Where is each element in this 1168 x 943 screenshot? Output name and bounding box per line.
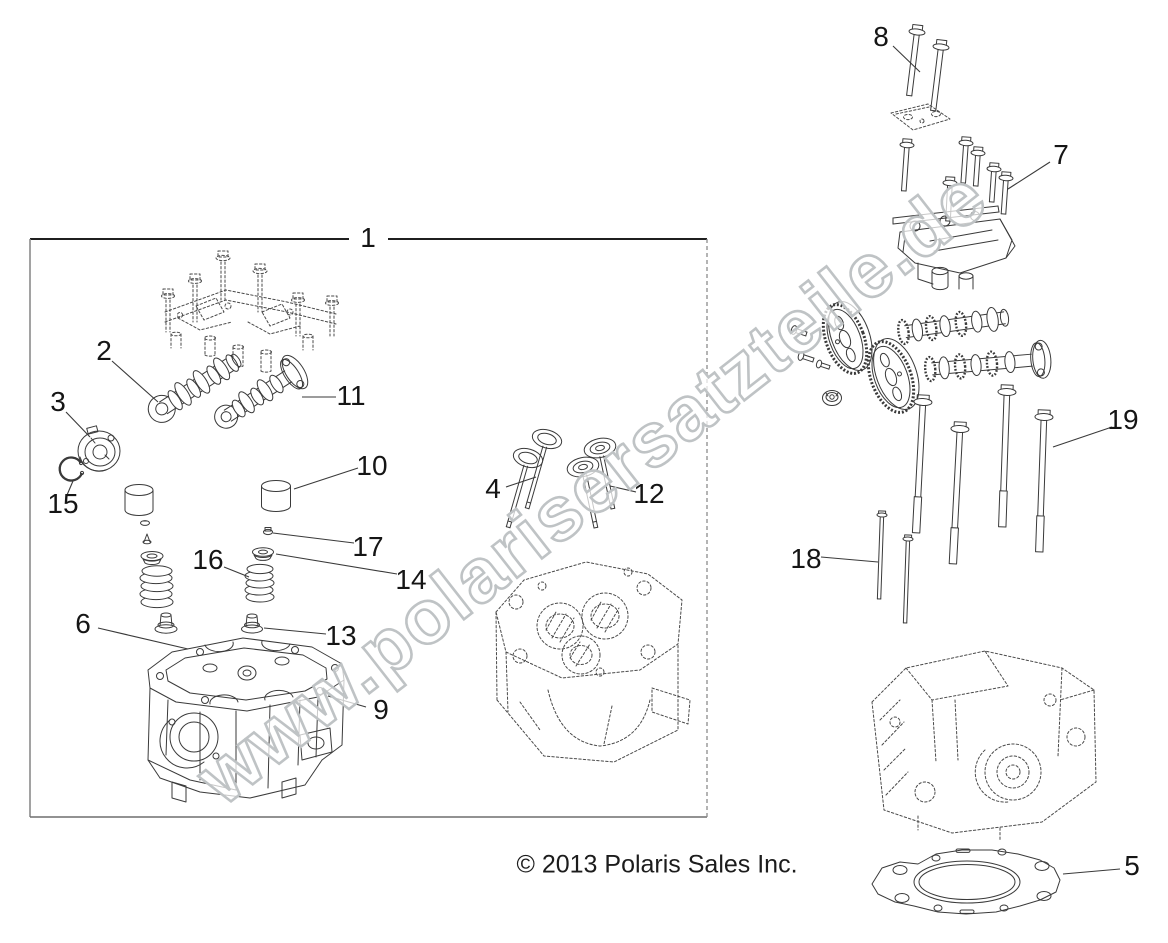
callout-8: 8: [873, 21, 889, 52]
callout-2: 2: [96, 335, 112, 366]
callout-4: 4: [485, 473, 501, 504]
rocker-arm-assembly-exploded: [161, 250, 339, 373]
callout-10: 10: [356, 450, 388, 481]
copyright-text: © 2013 Polaris Sales Inc.: [516, 850, 798, 879]
callout-9: 9: [373, 694, 389, 725]
cylinder-head-side-view: [871, 650, 1097, 841]
mount-plate: [890, 103, 951, 131]
valve-tappet-left: [124, 484, 154, 516]
cam-carrier-assembly: [892, 205, 1016, 291]
cam-phaser: [77, 425, 121, 472]
cam-sprockets: [821, 301, 920, 414]
callout-12: 12: [633, 478, 665, 509]
cylinder-head-iso: [147, 637, 345, 803]
callout-1: 1: [360, 222, 376, 253]
valve-keepers-left: [140, 520, 152, 545]
cylinder-head-top-view: [495, 561, 691, 763]
valve-spring-left: [139, 565, 174, 609]
cam-carrier-bolts-7: [899, 136, 1014, 222]
callout-5: 5: [1124, 850, 1140, 881]
long-bolts-8: [906, 23, 950, 112]
callout-13: 13: [325, 620, 357, 651]
callout-17: 17: [352, 531, 384, 562]
callout-6: 6: [75, 608, 91, 639]
valve-stem-seal-left: [154, 612, 178, 634]
dowel-bolts-18: [876, 510, 914, 624]
assembly-box-frame: [29, 238, 708, 818]
intake-valves: [505, 428, 563, 529]
leader-lines: [65, 45, 1121, 875]
callout-16: 16: [192, 544, 224, 575]
exhaust-valves: [566, 437, 617, 529]
head-bolts-19: [911, 384, 1054, 565]
cam-sprocket-bolts: [790, 325, 842, 406]
camshaft-right-upper: [897, 307, 1010, 346]
callout-15: 15: [47, 488, 79, 519]
camshaft-right-lower: [923, 339, 1052, 383]
head-gasket: [871, 848, 1061, 915]
callout-3: 3: [50, 386, 66, 417]
valve-stem-seal-right: [241, 613, 263, 634]
valve-tappet-right: [261, 480, 291, 512]
spring-retainer-right: [252, 547, 274, 561]
callout-19: 19: [1107, 404, 1139, 435]
callout-11: 11: [336, 380, 366, 411]
keeper-nut-right: [263, 527, 273, 536]
flange-nut: [822, 390, 842, 406]
callout-14: 14: [395, 564, 427, 595]
callout-7: 7: [1053, 139, 1069, 170]
camshaft-rear: [214, 354, 309, 429]
valve-spring-right: [244, 563, 275, 603]
spring-retainer-left: [140, 551, 164, 566]
snap-ring: [58, 456, 85, 482]
callout-18: 18: [790, 543, 822, 574]
camshaft-front: [147, 353, 242, 423]
